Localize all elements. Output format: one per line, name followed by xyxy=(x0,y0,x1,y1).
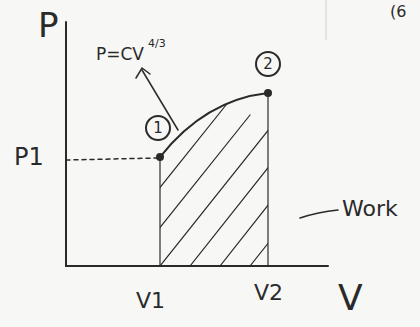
work-hatch xyxy=(150,95,320,266)
state-number: 2 xyxy=(263,57,273,72)
v1-line xyxy=(159,157,160,266)
exponent-label: 4/3 xyxy=(148,38,166,49)
axis-label: V xyxy=(338,280,363,316)
process-curve xyxy=(160,93,268,157)
state-point xyxy=(156,153,164,161)
dashed-guide xyxy=(66,158,158,160)
work-label: Work xyxy=(342,198,398,220)
v2-line xyxy=(267,93,268,266)
pressure-label: P1 xyxy=(14,145,44,169)
equation-label: P=CV xyxy=(96,46,144,63)
work-leader xyxy=(300,210,338,218)
state-point xyxy=(264,89,272,97)
axes xyxy=(66,22,328,266)
axis-label: P xyxy=(38,8,59,42)
state-number: 1 xyxy=(153,121,163,136)
state-circle: 1 xyxy=(145,115,171,141)
state-circle: 2 xyxy=(255,51,281,77)
page-number: (6 xyxy=(390,4,406,20)
margin-line xyxy=(326,0,327,40)
volume-label: V2 xyxy=(254,282,283,304)
volume-label: V1 xyxy=(136,290,165,312)
arrow-head xyxy=(136,68,150,78)
